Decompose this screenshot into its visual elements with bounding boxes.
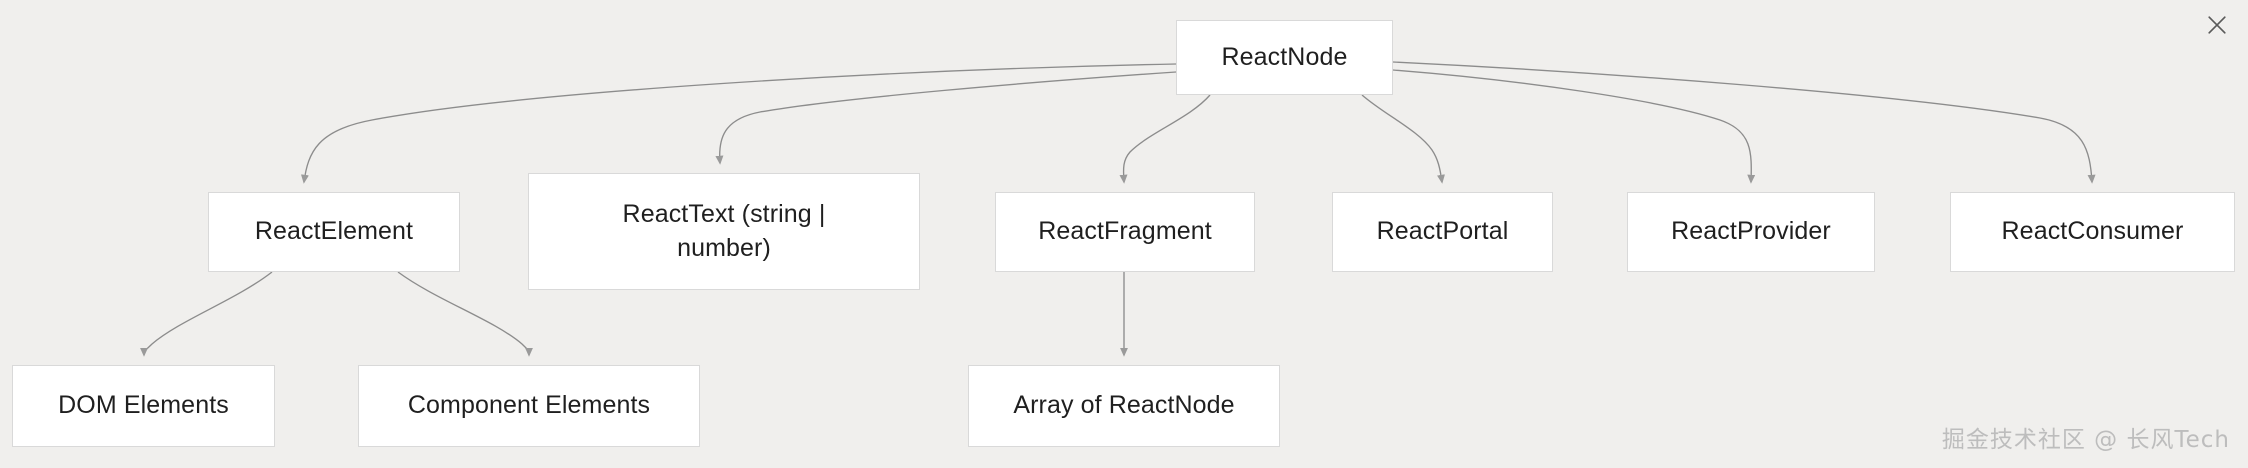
close-button[interactable] [2200,8,2234,42]
node-dom-elements[interactable]: DOM Elements [12,365,275,447]
node-reactprovider-label: ReactProvider [1671,217,1831,246]
node-component-elements-label: Component Elements [407,391,651,420]
node-reactfragment[interactable]: ReactFragment [995,192,1255,272]
node-reactportal-label: ReactPortal [1376,217,1509,246]
close-icon [2206,14,2228,36]
edge-reactnode-to-reactprovider [1392,69,1756,184]
node-reactnode-label: ReactNode [1221,42,1348,71]
edge-reactnode-to-reacttext [715,71,1177,165]
edge-reactelement-to-dom-elements [140,271,273,357]
node-component-elements[interactable]: Component Elements [358,365,700,447]
node-array-of-reactnode[interactable]: Array of ReactNode [968,365,1280,447]
node-reacttext-label: ReactText (string | number) [622,199,826,262]
edge-reactnode-to-reactelement [300,63,1177,184]
node-reactconsumer[interactable]: ReactConsumer [1950,192,2235,272]
edge-reactnode-to-reactfragment [1119,94,1211,184]
node-array-of-reactnode-label: Array of ReactNode [1013,391,1235,420]
node-reactfragment-label: ReactFragment [1038,217,1212,246]
node-reactelement[interactable]: ReactElement [208,192,460,272]
edge-reactelement-to-component-elements [397,271,533,357]
node-reactprovider[interactable]: ReactProvider [1627,192,1875,272]
watermark: 掘金技术社区 @ 长风Tech [1941,427,2230,453]
node-reactportal[interactable]: ReactPortal [1332,192,1553,272]
node-reacttext[interactable]: ReactText (string | number) [528,173,920,290]
node-reactelement-label: ReactElement [254,217,414,246]
edge-reactnode-to-reactportal [1361,94,1445,184]
node-reactnode[interactable]: ReactNode [1176,20,1393,95]
edge-reactnode-to-reactconsumer [1392,61,2096,184]
node-dom-elements-label: DOM Elements [58,391,229,420]
node-reactconsumer-label: ReactConsumer [2001,217,2184,246]
